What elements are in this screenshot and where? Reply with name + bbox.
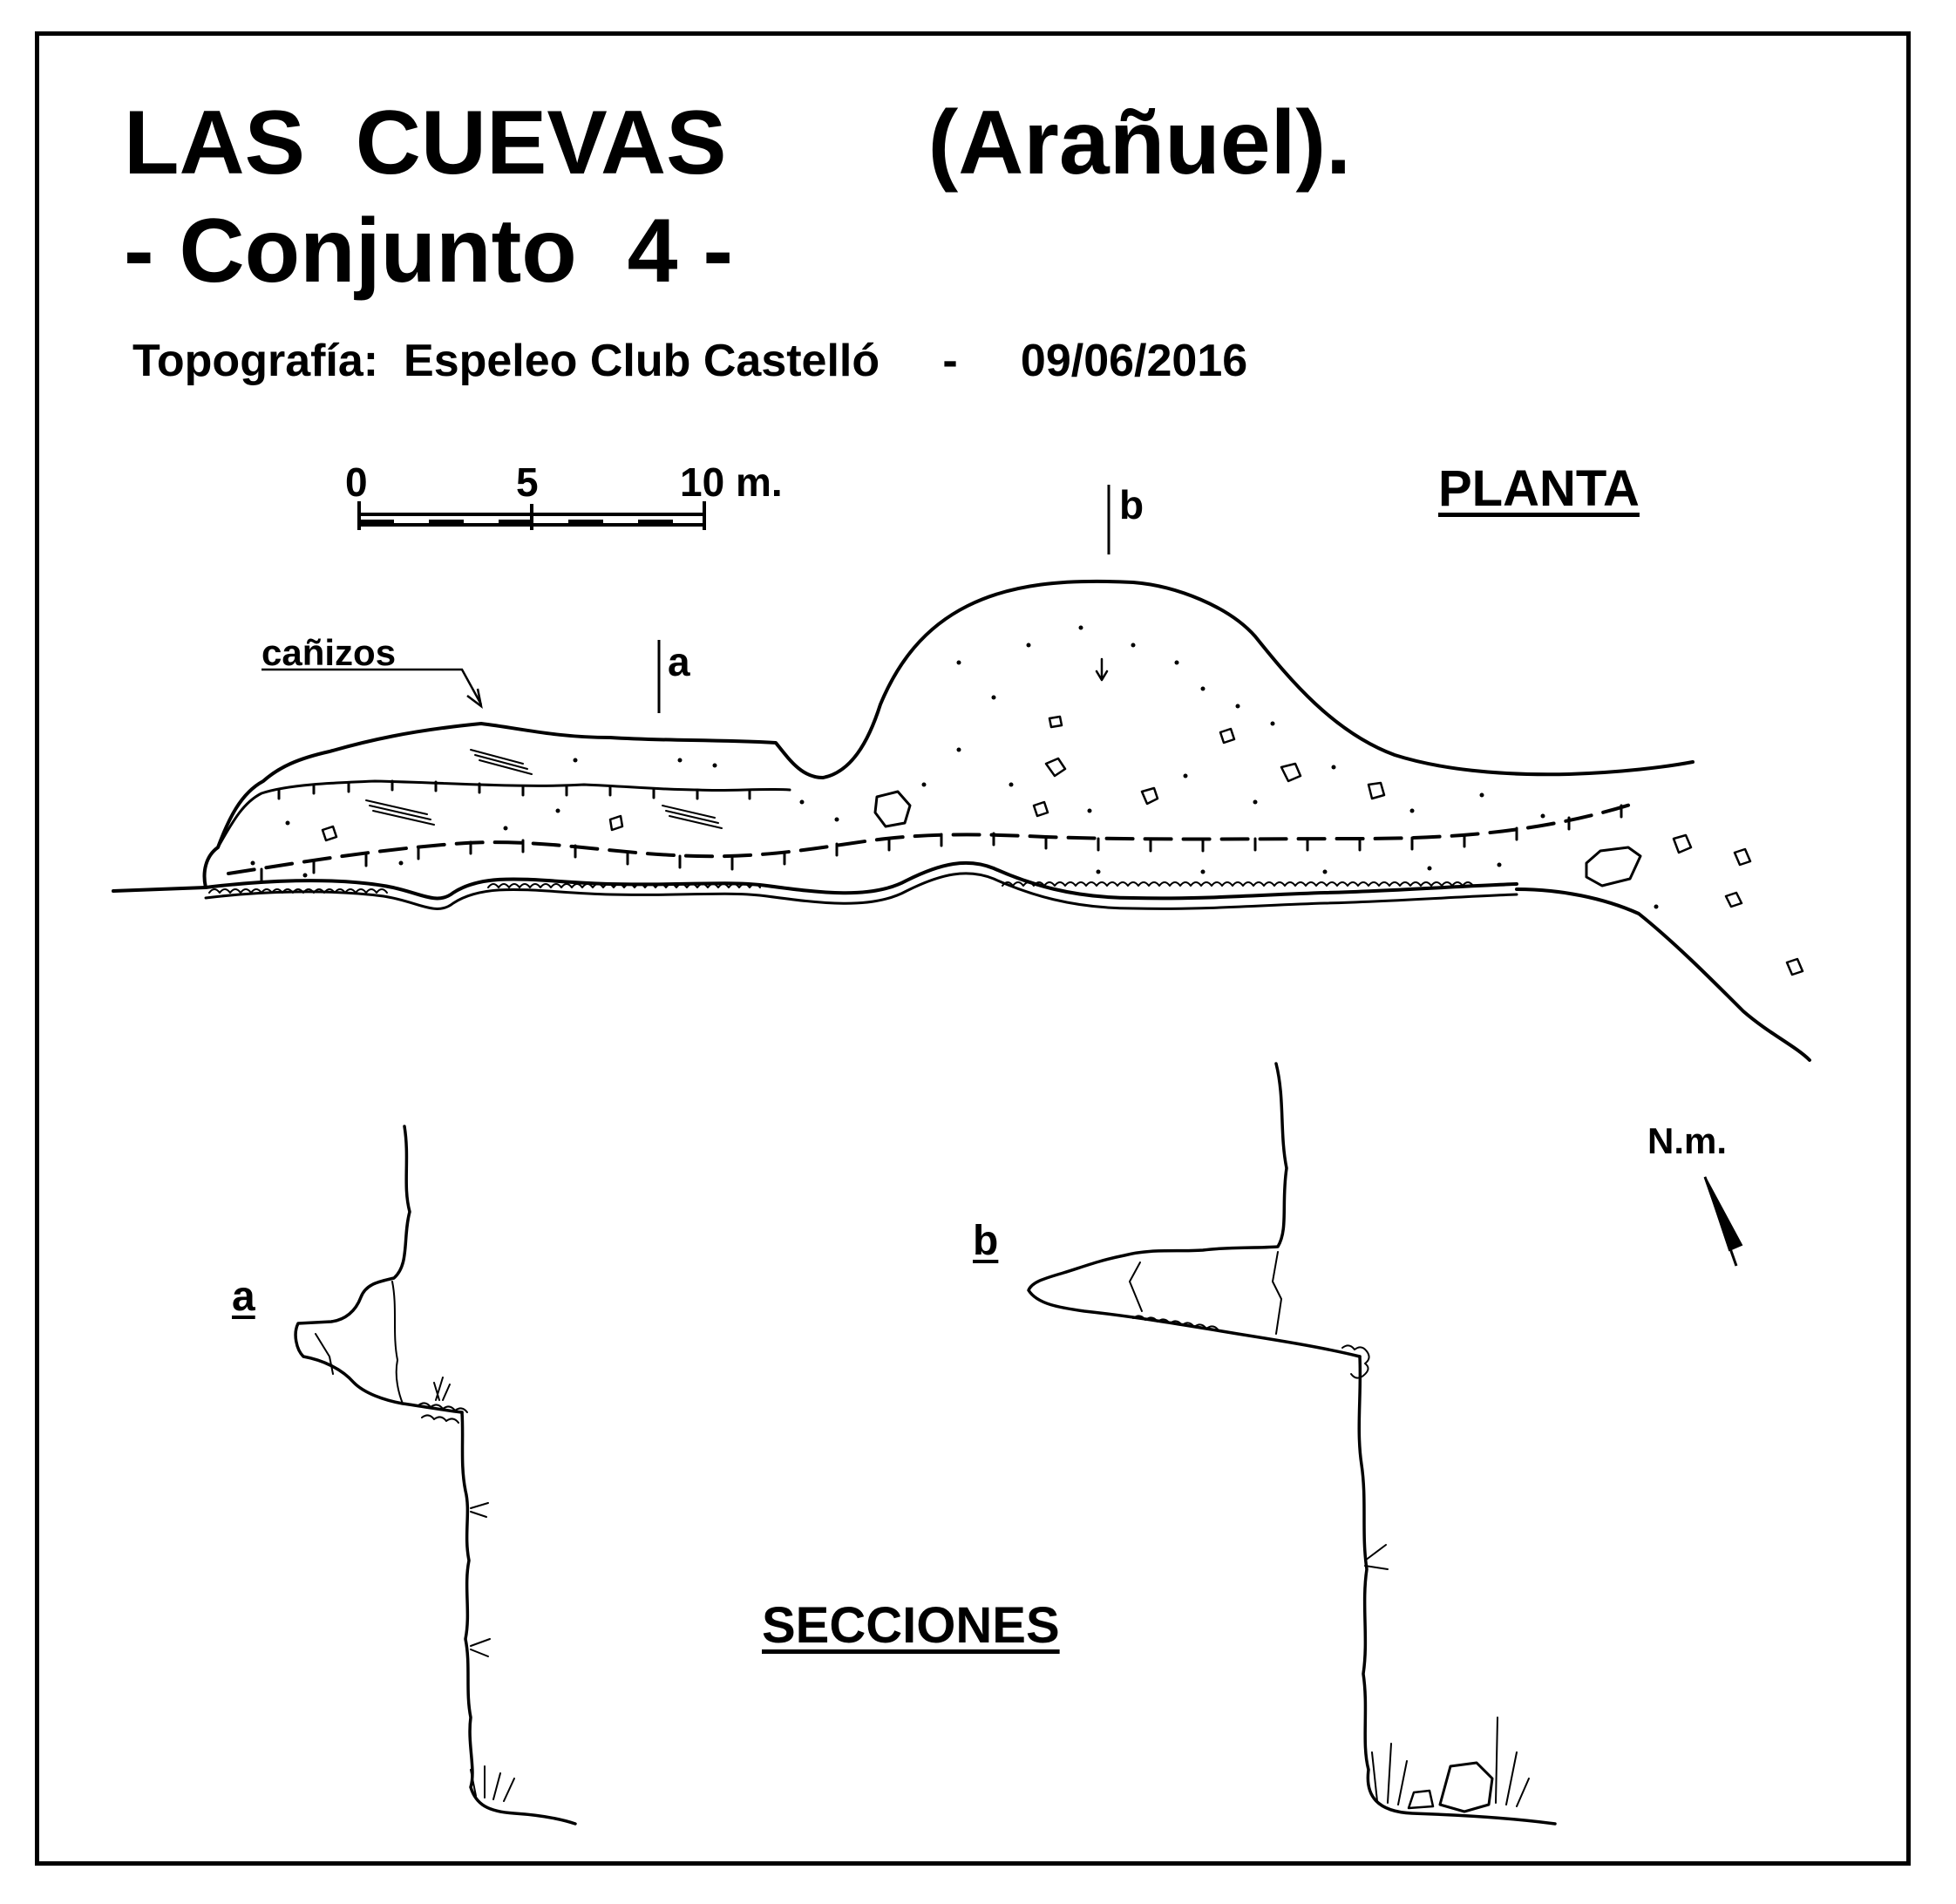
section-marker-a: a: [668, 639, 690, 684]
survey-credit: Topografía: Espeleo Club Castelló - 09/0…: [132, 336, 1248, 386]
scale-label-10: 10 m.: [680, 459, 783, 505]
section-b-label: b: [973, 1218, 999, 1264]
section-a: [294, 1125, 577, 1826]
map-subtitle: - Conjunto 4 -: [124, 201, 733, 302]
north-arrow-icon: [1703, 1176, 1743, 1267]
plan-view: [112, 579, 1811, 1062]
section-marker-b: b: [1119, 482, 1144, 527]
plan-floor-dots: [250, 625, 1659, 909]
canizos-leader: [261, 668, 483, 705]
canizos-annotation: cañizos: [261, 632, 397, 673]
plan-heading: PLANTA: [1438, 460, 1640, 517]
north-label: N.m.: [1647, 1120, 1728, 1161]
map-title: LAS CUEVAS (Arañuel).: [124, 92, 1352, 194]
sections-heading: SECCIONES: [762, 1597, 1060, 1654]
scale-label-5: 5: [516, 459, 539, 505]
section-a-label: a: [232, 1274, 255, 1320]
scale-label-0: 0: [345, 459, 368, 505]
map-frame: [35, 31, 1911, 1866]
scale-bar: [357, 501, 706, 530]
section-b: [1027, 1062, 1557, 1826]
